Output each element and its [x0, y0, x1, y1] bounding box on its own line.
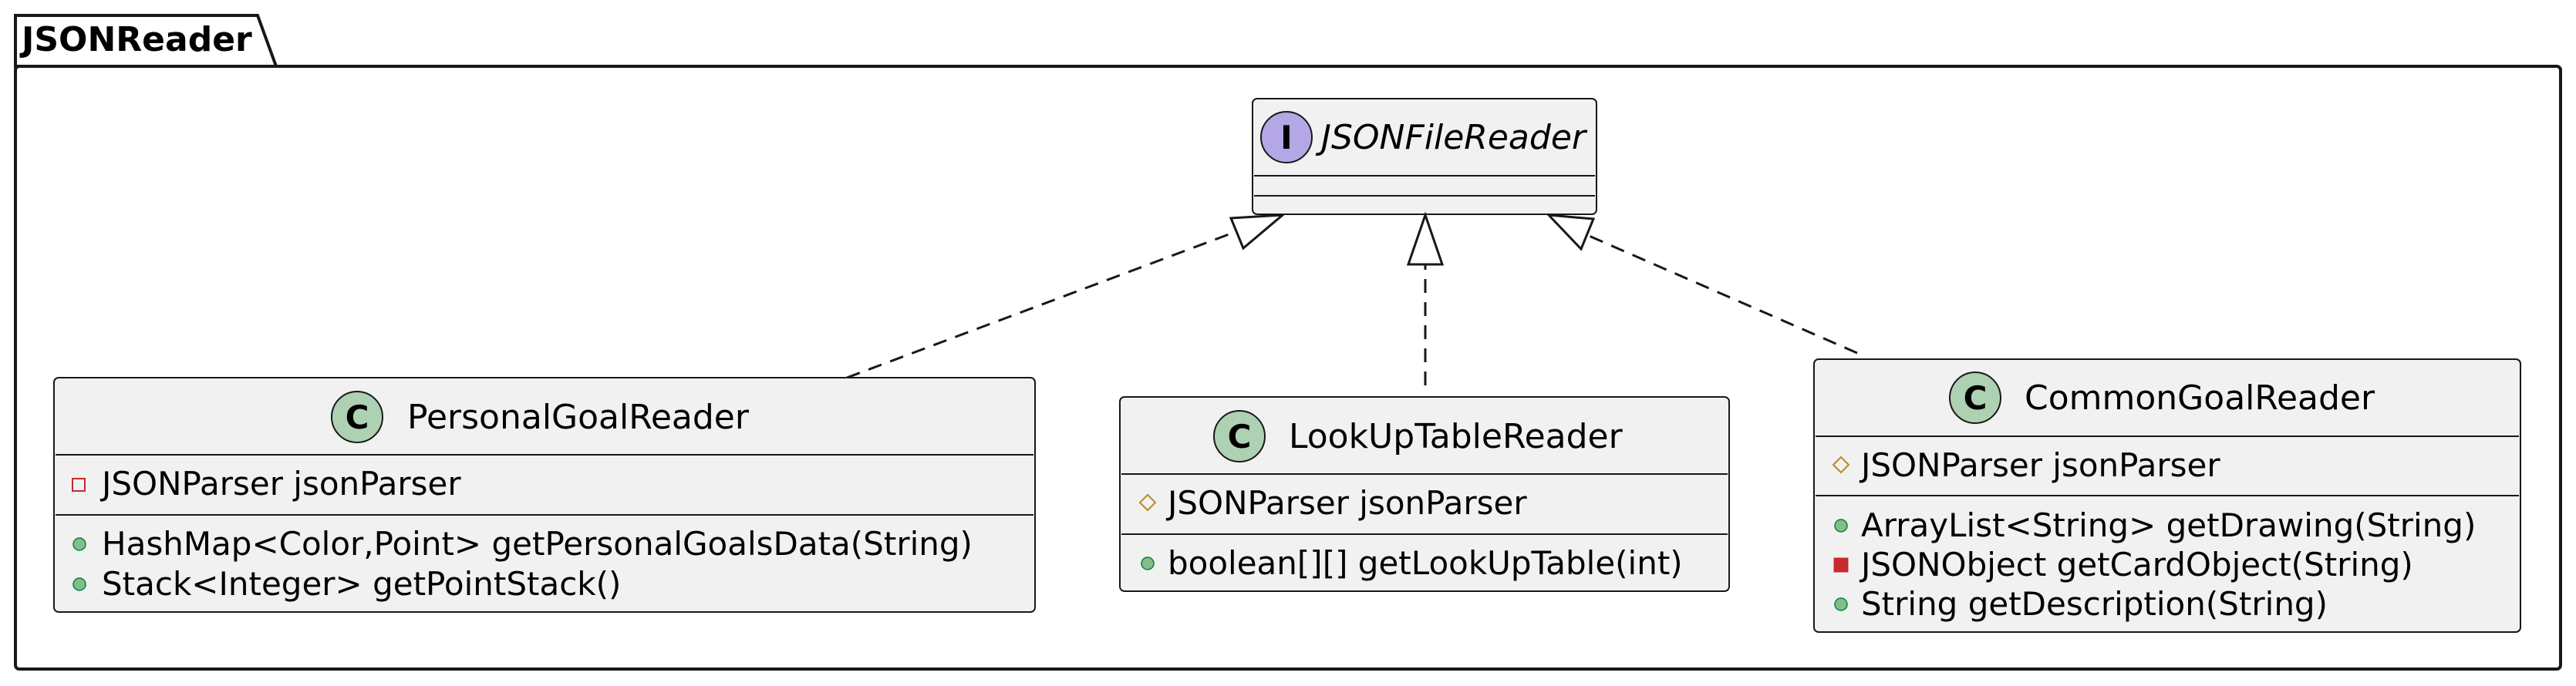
class-stereotype-letter: C [1228, 418, 1252, 456]
edge-commongoalreader [1586, 234, 1858, 355]
public-visibility-icon [72, 537, 86, 551]
edge-personalgoalreader-arrowhead [1229, 214, 1286, 251]
public-visibility-icon [1834, 519, 1848, 533]
interface-name: JSONFileReader [1315, 118, 1588, 157]
private-visibility-icon [72, 478, 86, 492]
protected-visibility-icon [1832, 456, 1850, 474]
public-visibility-icon [1141, 557, 1155, 570]
method-getcardobject: JSONObject getCardObject(String) [1859, 546, 2413, 583]
public-visibility-icon [72, 577, 86, 591]
class-lookuptablereader[interactable]: C LookUpTableReader JSONParser jsonParse… [1119, 396, 1730, 592]
field-jsonparser: JSONParser jsonParser [1165, 484, 1527, 522]
method-getlookuptable: boolean[][] getLookUpTable(int) [1168, 544, 1683, 582]
class-stereotype-icon [1213, 410, 1266, 462]
protected-visibility-icon [1138, 493, 1157, 512]
class-name: PersonalGoalReader [407, 398, 750, 437]
interface-stereotype-letter: I [1280, 119, 1293, 156]
class-box [53, 377, 1036, 613]
package-frame [14, 65, 2562, 671]
class-stereotype-icon [331, 391, 383, 443]
class-name: LookUpTableReader [1289, 417, 1623, 456]
edge-personalgoalreader [846, 230, 1238, 379]
class-box [1119, 396, 1730, 592]
interface-jsonfilereader[interactable]: I JSONFileReader [1252, 98, 1597, 215]
package-title: JSONReader [19, 20, 252, 59]
edge-commongoalreader-arrowhead [1546, 214, 1596, 251]
method-getdescription: String getDescription(String) [1861, 585, 2328, 623]
interface-stereotype-icon [1260, 111, 1313, 163]
field-jsonparser: JSONParser jsonParser [1859, 446, 2220, 484]
class-stereotype-letter: C [1964, 379, 1988, 417]
private-visibility-icon [1833, 557, 1849, 573]
class-stereotype-icon [1949, 372, 2001, 424]
class-commongoalreader[interactable]: C CommonGoalReader JSONParser jsonParser… [1813, 358, 2521, 633]
realization-edges [846, 211, 1858, 385]
method-getpointstack: Stack<Integer> getPointStack() [102, 565, 621, 603]
method-getpersonalgoalsdata: HashMap<Color,Point> getPersonalGoalsDat… [102, 525, 973, 563]
edge-lookuptablereader-arrowhead [1406, 211, 1445, 266]
class-personalgoalreader[interactable]: C PersonalGoalReader JSONParser jsonPars… [53, 377, 1036, 613]
method-getdrawing: ArrayList<String> getDrawing(String) [1861, 506, 2476, 544]
public-visibility-icon [1834, 597, 1848, 611]
class-name: CommonGoalReader [2025, 378, 2375, 418]
field-jsonparser: JSONParser jsonParser [99, 465, 461, 503]
package-jsonreader: JSONReader [14, 14, 2562, 671]
class-stereotype-letter: C [346, 398, 369, 436]
